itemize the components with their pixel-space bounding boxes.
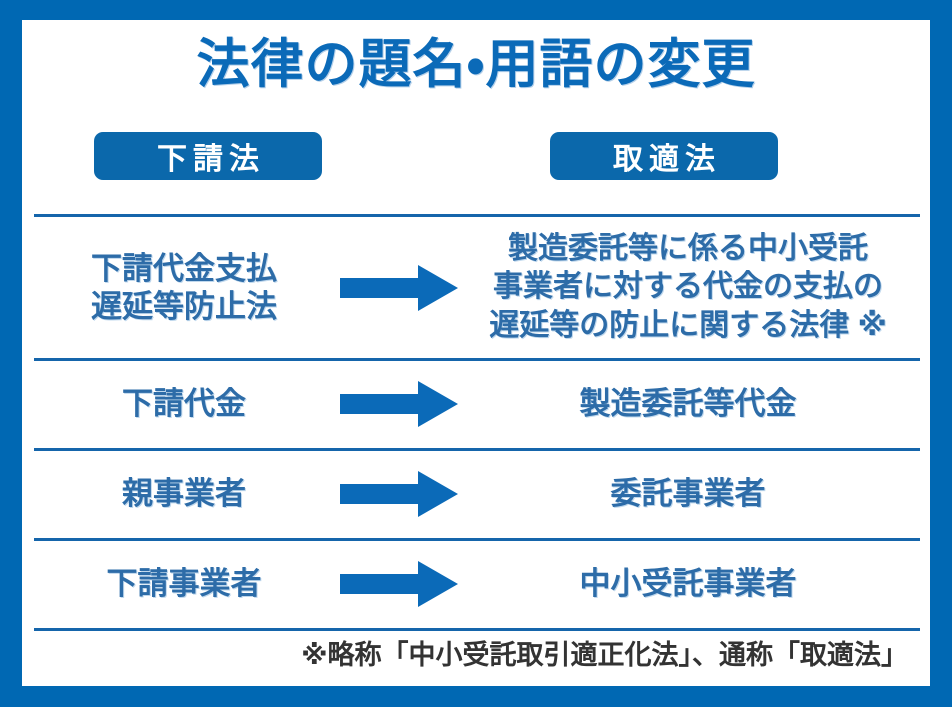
right-arrow-icon [340,264,458,311]
table-row: 下請代金支払 遅延等防止法 製造委託等に係る中小受託 事業者に対する代金の支払の… [22,217,930,358]
column-header-old: 下請法 [94,132,322,180]
divider-line-4 [34,538,920,541]
term-new: 製造委託等に係る中小受託 事業者に対する代金の支払の 遅延等の防止に関する法律 … [464,230,912,344]
divider-line-3 [34,448,920,451]
arrow-cell [334,559,464,609]
term-old-line: 下請事業者 [106,566,262,602]
arrow-cell [334,379,464,429]
divider-line-1 [34,214,920,217]
term-old-line: 遅延等防止法 [91,288,277,324]
term-old: 下請代金支払 遅延等防止法 [34,250,334,326]
term-old: 下請代金 [34,385,334,423]
arrow-cell [334,469,464,519]
page-title: 法律の題名・用語の変更 [196,35,756,94]
table-row: 親事業者 委託事業者 [22,451,930,537]
term-new-line: 製造委託等代金 [579,386,797,422]
term-new-line: 委託事業者 [610,476,766,512]
term-new: 委託事業者 [464,475,912,513]
term-old-line: 下請代金 [122,386,246,422]
term-new-line: 中小受託事業者 [579,566,797,602]
table-row: 下請代金 製造委託等代金 [22,361,930,447]
term-new-line: 遅延等の防止に関する法律 ※ [489,308,887,342]
term-new-line: 製造委託等に係る中小受託 [508,232,868,266]
divider-line-5 [34,628,920,631]
divider-line-2 [34,358,920,361]
term-old: 下請事業者 [34,565,334,603]
arrow-cell [334,263,464,313]
term-new: 中小受託事業者 [464,565,912,603]
right-arrow-icon [340,471,458,517]
footnote-text: ※略称「中小受託取引適正化法」、通称「取適法」 [301,640,908,670]
term-new: 製造委託等代金 [464,385,912,423]
term-old-line: 下請代金支払 [91,250,277,286]
right-arrow-icon [340,561,458,607]
column-header-new: 取適法 [550,132,778,180]
term-new-line: 事業者に対する代金の支払の [493,270,883,304]
poster-content: 法律の題名・用語の変更 下請法 取適法 下請代金支払 遅延等防止法 製造委託等に… [22,20,930,686]
term-old-line: 親事業者 [122,476,246,512]
term-old: 親事業者 [34,475,334,513]
table-row: 下請事業者 中小受託事業者 [22,541,930,627]
right-arrow-icon [340,381,458,427]
